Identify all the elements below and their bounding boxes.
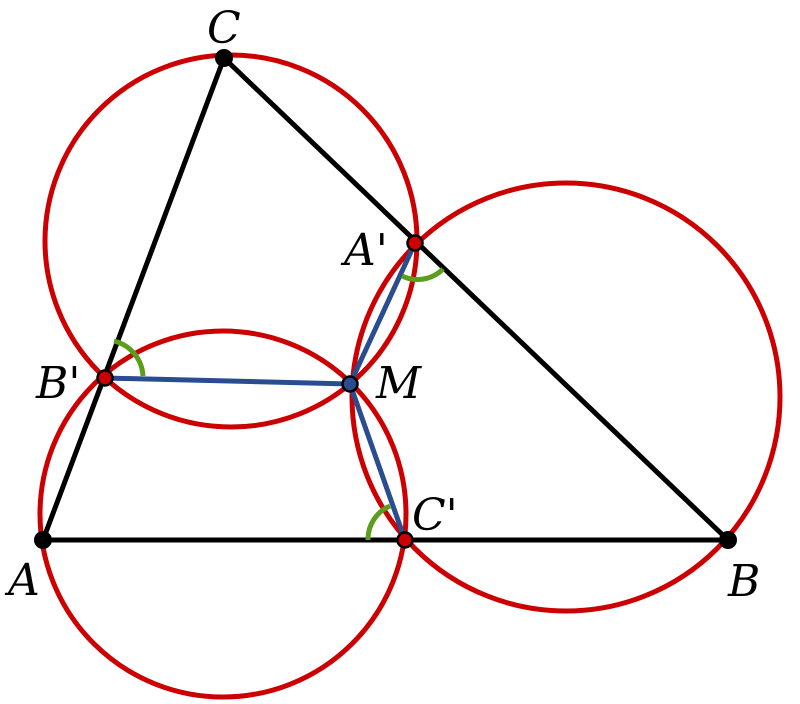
point-b [719,531,737,549]
segment-c-prime-m [347,381,408,543]
label-b: B [727,556,760,607]
angle-mark-b-prime [113,338,146,377]
point-b-prime [96,369,114,387]
segment-a-prime-m [347,240,418,387]
segment-b-prime-m [102,375,353,387]
label-b-prime: B' [35,358,80,409]
label-m: M [375,358,422,409]
angle-mark-c-prime [365,503,392,541]
point-m [341,375,359,393]
label-c: C [207,3,241,54]
label-a: A [4,555,40,606]
angle-mark-a-prime [400,267,445,283]
point-c [215,49,233,67]
side-ac [40,55,227,543]
label-a-prime: A' [340,225,388,276]
side-bc [221,55,731,543]
point-c-prime [396,531,414,549]
label-c-prime: C' [412,490,458,541]
circle-a-b-prime-c-prime [37,328,409,700]
point-a [34,531,52,549]
point-a-prime [406,234,424,252]
